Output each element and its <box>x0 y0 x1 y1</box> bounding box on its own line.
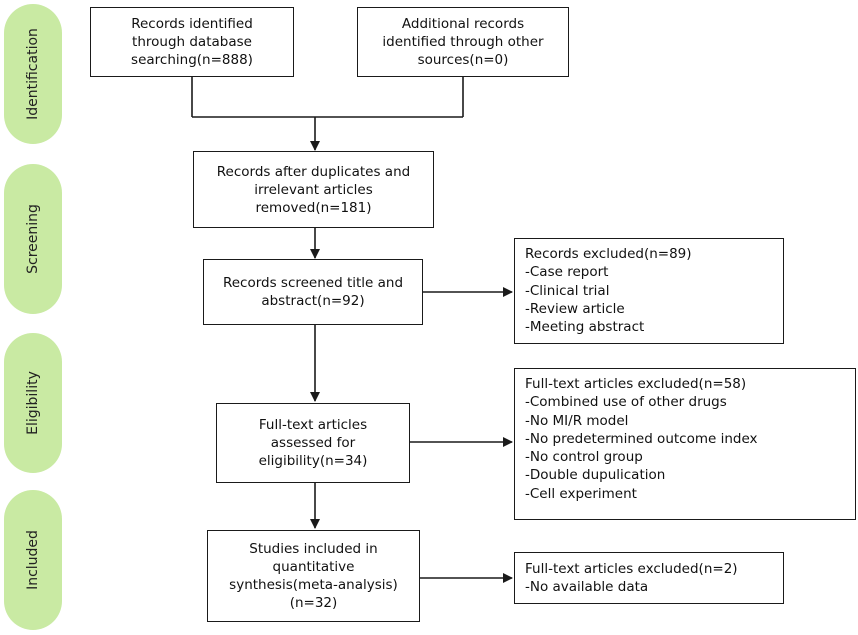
box-text-line: Records excluded(n=89) <box>525 246 692 262</box>
phase-eligibility: Eligibility <box>4 333 62 473</box>
box-text-line: -Review article <box>525 300 625 317</box>
phase-label: Screening <box>25 204 41 274</box>
box-text-line: sources(n=0) <box>417 52 509 68</box>
box-text-line: synthesis(meta-analysis) <box>229 577 398 593</box>
box-text-line: searching(n=888) <box>131 52 253 68</box>
box-text-line: abstract(n=92) <box>261 293 365 309</box>
box-text-line: Records screened title and <box>222 275 404 291</box>
box-text-line: Additional records <box>401 16 525 32</box>
phase-label: Identification <box>25 28 41 120</box>
box-text-line: -No MI/R model <box>525 412 629 429</box>
box-text-line: -Combined use of other drugs <box>525 394 727 411</box>
box-text-line: Records identified <box>131 16 253 32</box>
box-after-duplicates: Records after duplicates and irrelevant … <box>193 151 434 228</box>
box-text-line: quantitative <box>272 559 355 575</box>
box-full-text-assessed: Full-text articles assessed for eligibil… <box>216 403 410 483</box>
box-text-line: identified through other <box>382 34 544 50</box>
box-text-line: -No available data <box>525 579 649 595</box>
box-excluded-screening: Records excluded(n=89) -Case report -Cli… <box>514 238 784 344</box>
box-excluded-full-text: Full-text articles excluded(n=58) -Combi… <box>514 368 856 520</box>
box-text-line: (n=32) <box>289 595 338 611</box>
box-text-line: -No control group <box>525 449 643 466</box>
box-text-line: Records after duplicates and <box>216 163 411 180</box>
box-text-line: assessed for <box>270 435 356 451</box>
box-text-line: through database <box>132 34 252 50</box>
box-other-sources: Additional records identified through ot… <box>357 7 569 77</box>
phase-identification: Identification <box>4 4 62 144</box>
phase-label: Included <box>25 530 41 590</box>
box-text-line: Full-text articles excluded(n=58) <box>525 376 747 392</box>
box-text-line: -No predetermined outcome index <box>525 430 758 447</box>
box-text-line: removed(n=181) <box>255 199 372 216</box>
box-screened: Records screened title and abstract(n=92… <box>203 259 423 325</box>
phase-included: Included <box>4 490 62 630</box>
phase-label: Eligibility <box>25 371 41 435</box>
box-database-records: Records identified through database sear… <box>90 7 294 77</box>
phase-screening: Screening <box>4 164 62 314</box>
box-text-line: Full-text articles excluded(n=2) <box>525 560 738 577</box>
box-excluded-final: Full-text articles excluded(n=2) -No ava… <box>514 552 784 604</box>
box-text-line: -Double dupulication <box>525 467 666 484</box>
box-text-line: -Case report <box>525 264 609 281</box>
box-studies-included: Studies included in quantitative synthes… <box>207 530 420 622</box>
box-text-line: -Cell experiment <box>525 485 637 502</box>
box-text-line: -Meeting abstract <box>525 319 645 336</box>
box-text-line: eligibility(n=34) <box>258 453 368 469</box>
box-text-line: Studies included in <box>249 541 378 557</box>
box-text-line: Full-text articles <box>258 417 368 433</box>
box-text-line: irrelevant articles <box>254 181 373 198</box>
box-text-line: -Clinical trial <box>525 282 610 299</box>
